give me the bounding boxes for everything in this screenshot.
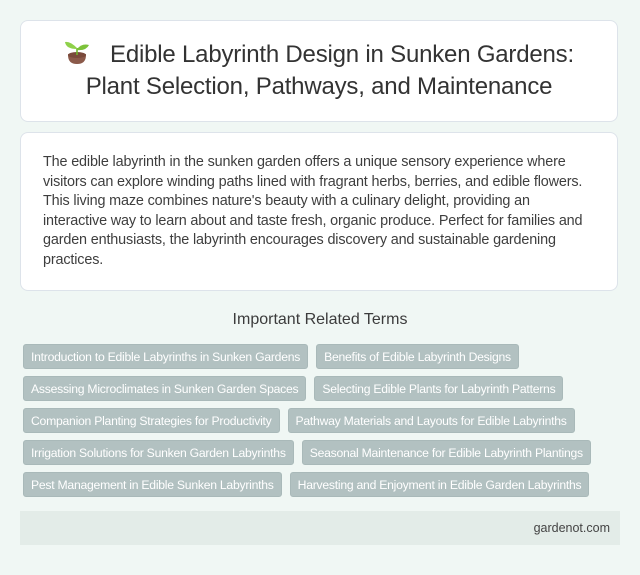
related-term-tag[interactable]: Pest Management in Edible Sunken Labyrin… — [23, 472, 282, 497]
related-terms-list: Introduction to Edible Labyrinths in Sun… — [23, 344, 623, 497]
related-term-tag[interactable]: Introduction to Edible Labyrinths in Sun… — [23, 344, 309, 369]
page-title: Edible Labyrinth Design in Sunken Garden… — [21, 39, 617, 103]
related-terms-heading: Important Related Terms — [232, 311, 408, 328]
related-term-tag[interactable]: Companion Planting Strategies for Produc… — [23, 408, 280, 433]
description-card: The edible labyrinth in the sunken garde… — [20, 132, 618, 291]
related-term-tag[interactable]: Pathway Materials and Layouts for Edible… — [287, 408, 575, 433]
related-term-tag[interactable]: Selecting Edible Plants for Labyrinth Pa… — [314, 376, 564, 401]
related-term-tag[interactable]: Assessing Microclimates in Sunken Garden… — [23, 376, 307, 401]
header-card: Edible Labyrinth Design in Sunken Garden… — [20, 20, 618, 122]
seedling-icon — [64, 39, 90, 65]
related-term-tag[interactable]: Irrigation Solutions for Sunken Garden L… — [23, 440, 294, 465]
related-term-tag[interactable]: Harvesting and Enjoyment in Edible Garde… — [289, 472, 590, 497]
footer: gardenot.com — [20, 511, 620, 545]
related-term-tag[interactable]: Benefits of Edible Labyrinth Designs — [316, 344, 519, 369]
description-text: The edible labyrinth in the sunken garde… — [43, 154, 583, 268]
footer-site-link[interactable]: gardenot.com — [533, 521, 610, 535]
related-term-tag[interactable]: Seasonal Maintenance for Edible Labyrint… — [301, 440, 591, 465]
page-title-text: Edible Labyrinth Design in Sunken Garden… — [85, 41, 574, 100]
